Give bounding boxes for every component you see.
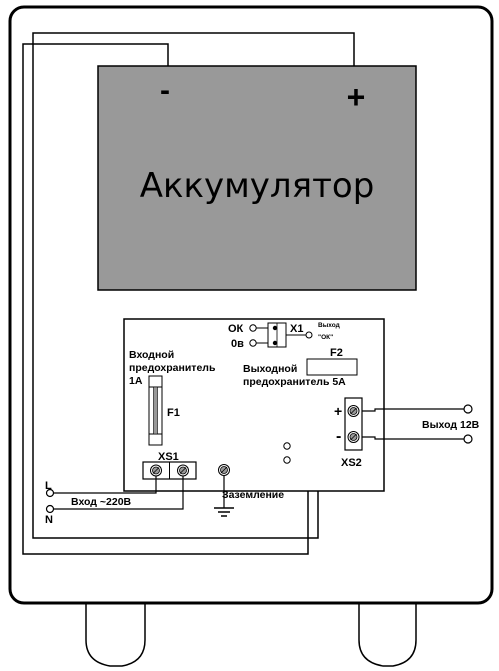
fuse-f2 [306, 358, 358, 376]
mains-l-terminal [45, 488, 55, 498]
xs1-l-screw-slot [152, 467, 160, 474]
x1-ov-terminal [249, 339, 257, 347]
mains-n-wire [54, 476, 184, 510]
battery-minus-board-terminal [283, 456, 291, 464]
battery-plus-board-terminal [283, 442, 291, 450]
xs1-n-screw-slot [179, 467, 187, 474]
output-minus-wire [362, 436, 464, 440]
ov-label: 0в [231, 338, 244, 350]
battery-minus-sign: - [160, 74, 170, 107]
output-plus-terminal [463, 404, 473, 414]
x1-pin-top [272, 325, 278, 331]
x1-ok-terminal [249, 324, 257, 332]
output-ok-subtitle: "ОК" [318, 334, 333, 341]
x1-output-terminal [305, 331, 313, 339]
input-fuse-label-line3: 1А [129, 375, 143, 387]
mains-input-label: Вход ~220В [71, 496, 132, 508]
fuse-f1-cap-top [148, 375, 163, 388]
f2-label: F2 [330, 347, 343, 359]
ok-label: ОК [228, 323, 244, 335]
output-plus-wire [362, 408, 464, 412]
xs1-label: XS1 [158, 451, 179, 463]
f1-label: F1 [167, 407, 180, 419]
mains-l-wire [54, 476, 157, 494]
mains-n-terminal [45, 504, 55, 514]
right-foot [358, 603, 417, 667]
fuse-f1-cap-bottom [148, 433, 163, 446]
x1-label: X1 [290, 323, 303, 335]
xs2-minus-screw-slot [350, 433, 357, 441]
output-fuse-label-line2: предохранитель 5А [243, 376, 346, 388]
xs2-label: XS2 [341, 457, 362, 469]
mains-l-label: L [45, 480, 52, 492]
battery-plus-sign: + [347, 79, 366, 115]
output-ok-title: Выход [318, 322, 340, 329]
output-12v-label: Выход 12В [422, 419, 480, 431]
ground-label: Заземление [222, 489, 284, 501]
input-fuse-label-line1: Входной [129, 349, 174, 361]
ground-screw-slot [220, 466, 228, 474]
output-fuse-label-line1: Выходной [243, 363, 297, 375]
fuse-f1-element [153, 386, 158, 435]
xs2-minus-sign: - [336, 428, 341, 445]
output-minus-terminal [463, 434, 473, 444]
battery-body [97, 65, 417, 291]
x1-pin-bottom [272, 340, 278, 346]
input-fuse-label-line2: предохранитель [129, 362, 216, 374]
ground-symbol-icon [214, 507, 234, 517]
left-foot [85, 603, 146, 667]
mains-n-label: N [45, 514, 53, 526]
xs2-plus-screw-slot [350, 407, 357, 415]
battery-label: Аккумулятор [140, 166, 375, 206]
xs2-plus-sign: + [334, 403, 342, 419]
